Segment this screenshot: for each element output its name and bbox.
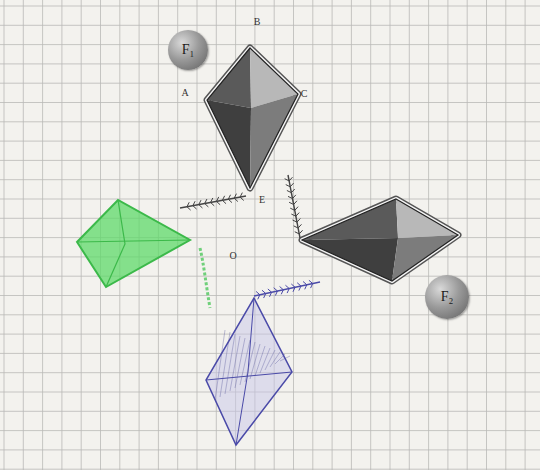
blue-kite	[206, 298, 292, 445]
spring	[285, 175, 303, 238]
point-label: O	[229, 251, 236, 261]
force-circle: F₁	[168, 30, 208, 70]
point-label: B	[254, 17, 261, 27]
spring	[254, 280, 320, 299]
top-kite	[207, 48, 298, 188]
force-label: F₁	[182, 42, 195, 58]
force-circle: F₂	[425, 275, 469, 319]
point-label: A	[181, 88, 188, 98]
point-label: E	[259, 195, 265, 205]
spring	[180, 193, 246, 211]
point-label: C	[301, 89, 308, 99]
force-label: F₂	[441, 289, 454, 305]
right-kite	[302, 199, 458, 281]
green-kite	[77, 200, 210, 308]
